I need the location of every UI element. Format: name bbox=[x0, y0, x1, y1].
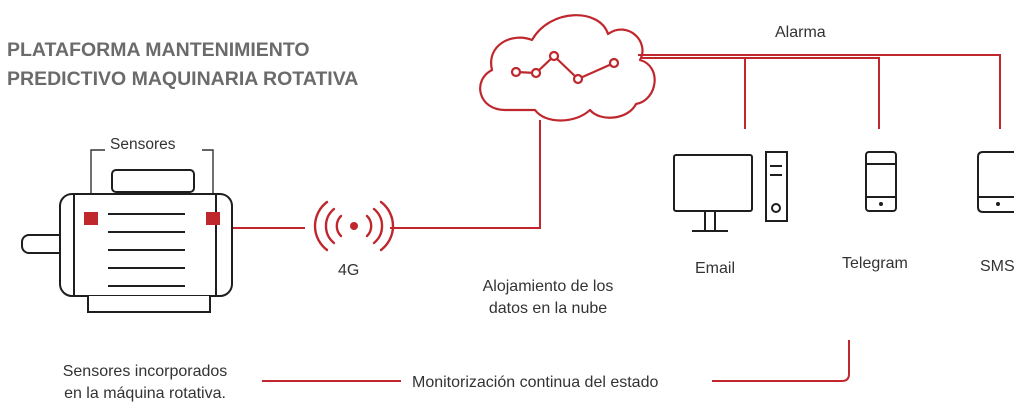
wireless-signal-dot bbox=[350, 222, 358, 230]
monitoring-lines bbox=[262, 340, 850, 382]
cloud-caption-line-1: Alojamiento de los bbox=[482, 278, 614, 295]
alarm-label: Alarma bbox=[775, 24, 826, 41]
telegram-label: Telegram bbox=[842, 255, 908, 272]
wireless-signal-icon bbox=[313, 200, 395, 252]
phone-button bbox=[879, 202, 883, 206]
cloud-icon bbox=[479, 14, 656, 122]
phone-icon bbox=[865, 151, 897, 212]
email-label: Email bbox=[695, 260, 736, 277]
sensors-description-line-2: en la máquina rotativa. bbox=[64, 385, 226, 402]
sensors-description: Sensores incorporados en la máquina rota… bbox=[38, 361, 252, 405]
cloud-caption-line-2: datos en la nube bbox=[488, 300, 608, 317]
sensor-right-indicator bbox=[206, 212, 220, 225]
sms-label: SMS bbox=[980, 258, 1014, 275]
alarm-lines bbox=[638, 54, 1001, 129]
trend-line-icon bbox=[510, 50, 620, 85]
network-label: 4G bbox=[338, 262, 360, 279]
data-uplink-line bbox=[390, 120, 541, 229]
tablet-icon bbox=[977, 151, 1014, 213]
cloud-caption: Alojamiento de los datos en la nube bbox=[463, 276, 633, 320]
motor-icon bbox=[21, 169, 233, 313]
page-title: PLATAFORMA MANTENIMIENTO PREDICTIVO MAQU… bbox=[7, 36, 358, 94]
tablet-button bbox=[996, 202, 1000, 206]
sensors-label: Sensores bbox=[110, 136, 176, 153]
sensors-description-line-1: Sensores incorporados bbox=[62, 363, 228, 380]
title-line-2: PREDICTIVO MAQUINARIA ROTATIVA bbox=[7, 68, 359, 90]
sensor-left-indicator bbox=[84, 212, 98, 225]
desktop-computer-icon bbox=[673, 151, 788, 232]
title-line-1: PLATAFORMA MANTENIMIENTO bbox=[7, 39, 310, 61]
sensors-bracket bbox=[90, 149, 214, 208]
monitoring-label: Monitorización continua del estado bbox=[412, 374, 659, 391]
